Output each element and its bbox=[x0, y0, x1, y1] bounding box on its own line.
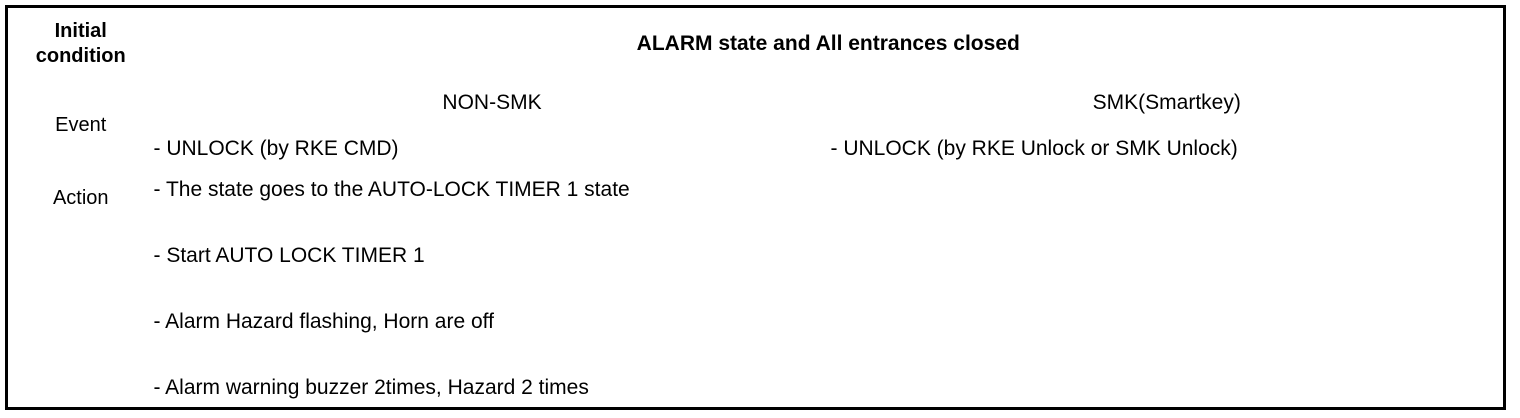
table-row-event-headers: Event NON-SMK SMK(Smartkey) bbox=[6, 79, 1505, 172]
initial-condition-label-line1: Initial bbox=[54, 19, 107, 42]
event-column-header-non-smk: NON-SMK bbox=[153, 79, 831, 127]
event-value-non-smk: - UNLOCK (by RKE CMD) bbox=[153, 126, 831, 172]
row-label-event: Event bbox=[6, 79, 154, 172]
action-line-3: - Alarm Hazard flashing, Horn are off bbox=[153, 310, 494, 334]
action-line-1: - The state goes to the AUTO-LOCK TIMER … bbox=[153, 178, 630, 202]
event-column-header-smk: SMK(Smartkey) bbox=[830, 79, 1505, 127]
table-row-event-values: - UNLOCK (by RKE CMD) - UNLOCK (by RKE U… bbox=[7, 126, 1505, 172]
row-label-initial-condition: Initial condition bbox=[6, 6, 154, 80]
table-row-initial-condition: Initial condition ALARM state and All en… bbox=[6, 6, 1505, 80]
state-transition-table: Initial condition ALARM state and All en… bbox=[5, 5, 1506, 410]
row-label-action: Action bbox=[6, 171, 154, 409]
initial-condition-value: ALARM state and All entrances closed bbox=[153, 6, 1505, 80]
action-content: - The state goes to the AUTO-LOCK TIMER … bbox=[153, 171, 1505, 409]
initial-condition-label-line2: condition bbox=[35, 44, 126, 67]
action-line-4: - Alarm warning buzzer 2times, Hazard 2 … bbox=[153, 376, 589, 400]
table-row-action: Action - The state goes to the AUTO-LOCK… bbox=[6, 171, 1505, 409]
action-line-2: - Start AUTO LOCK TIMER 1 bbox=[153, 244, 425, 268]
event-value-smk: - UNLOCK (by RKE Unlock or SMK Unlock) bbox=[830, 126, 1505, 172]
